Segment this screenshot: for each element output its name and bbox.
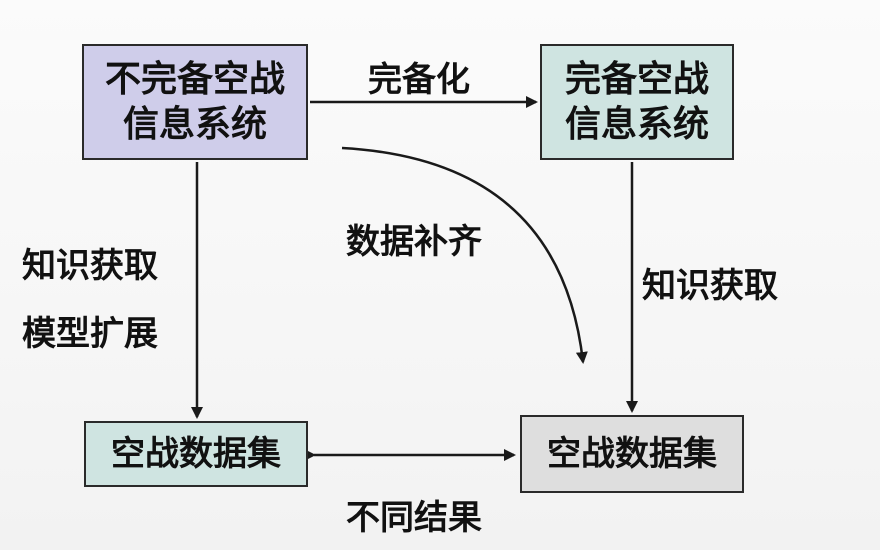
arrow-data-fill <box>341 146 588 364</box>
edge-label-data-fill: 数据补齐 <box>346 222 482 262</box>
node-incomplete-info-system: 不完备空战 信息系统 <box>82 44 308 160</box>
edge-label-different-results: 不同结果 <box>346 498 482 538</box>
edge-label-knowledge-left: 知识获取 <box>22 246 158 286</box>
node-incomplete-line1: 不完备空战 <box>104 59 285 100</box>
node-complete-line2: 信息系统 <box>564 104 709 145</box>
node-dataset-right-label: 空战数据集 <box>547 433 717 474</box>
edge-label-model-extend: 模型扩展 <box>22 314 158 354</box>
node-complete-line1: 完备空战 <box>564 59 709 100</box>
node-dataset-right: 空战数据集 <box>520 415 744 493</box>
node-dataset-left: 空战数据集 <box>84 421 308 487</box>
edge-label-complete-ify: 完备化 <box>368 60 470 100</box>
node-complete-info-system: 完备空战 信息系统 <box>540 44 734 160</box>
edge-label-knowledge-right: 知识获取 <box>642 266 778 306</box>
node-dataset-left-label: 空战数据集 <box>111 433 281 474</box>
node-incomplete-line2: 信息系统 <box>122 104 267 145</box>
